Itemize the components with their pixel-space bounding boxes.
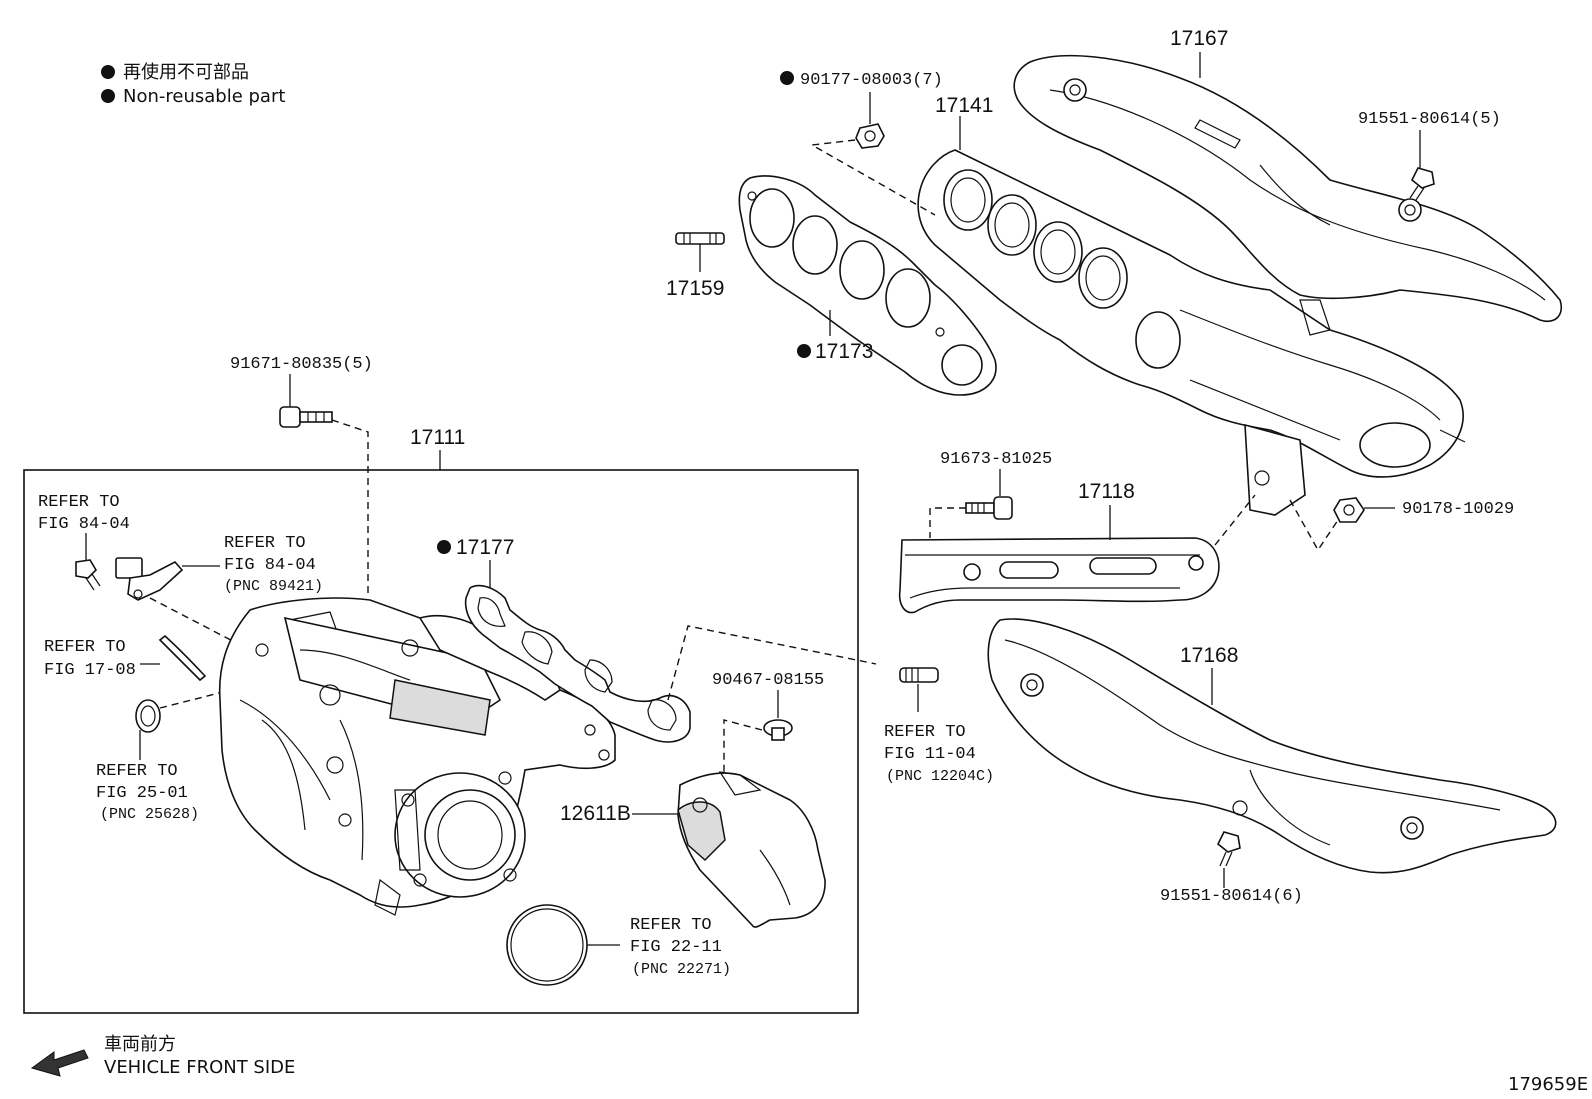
non-reusable-bullet-icon (101, 65, 115, 79)
svg-text:(PNC 25628): (PNC 25628) (100, 806, 199, 823)
svg-text:REFER TO: REFER TO (44, 638, 126, 657)
part-label-17118: 17118 (1078, 480, 1135, 503)
bolt-91551-upper (1409, 167, 1435, 201)
dashed-leader (1214, 494, 1256, 546)
insulator-12611b (677, 771, 826, 928)
part-label-17168: 17168 (1180, 644, 1238, 667)
svg-text:REFER TO: REFER TO (224, 534, 306, 553)
svg-text:FIG 84-04: FIG 84-04 (38, 515, 130, 534)
refer-fig-17-08: REFER TO FIG 17-08 (44, 638, 136, 680)
clip-90467 (763, 719, 793, 741)
exhaust-manifold-17141 (917, 149, 1466, 516)
svg-text:FIG 84-04: FIG 84-04 (224, 556, 316, 575)
heat-insulator-17167 (1013, 54, 1562, 322)
svg-text:FIG 22-11: FIG 22-11 (630, 938, 722, 957)
heat-insulator-17168 (987, 618, 1557, 874)
bolt-91671 (279, 406, 333, 428)
throttle-gasket (506, 904, 588, 986)
legend-en: Non-reusable part (123, 86, 285, 107)
non-reusable-bullet-icon (797, 344, 811, 358)
pipe-fitting (899, 667, 939, 683)
svg-text:(PNC 22271): (PNC 22271) (632, 961, 731, 978)
manifold-stay-17118 (898, 537, 1220, 614)
part-label-12611b: 12611B (560, 802, 631, 825)
bolt-sensor (75, 559, 101, 591)
part-label-17141: 17141 (935, 94, 993, 117)
bolt-91673 (965, 496, 1013, 520)
part-label-90467: 90467-08155 (712, 671, 824, 690)
pressure-sensor (115, 557, 184, 601)
refer-fig-84-04-a: REFER TO FIG 84-04 (38, 493, 130, 534)
svg-text:FIG 25-01: FIG 25-01 (96, 784, 188, 803)
non-reusable-bullet-icon (101, 89, 115, 103)
vehicle-front-arrow-icon (30, 1049, 89, 1077)
stud-17159 (675, 232, 725, 245)
svg-text:(PNC 12204C): (PNC 12204C) (886, 768, 994, 785)
dashed-leader (809, 139, 936, 216)
part-label-90178: 90178-10029 (1402, 500, 1514, 519)
part-label-17177: 17177 (456, 536, 514, 559)
dashed-leader (149, 597, 251, 651)
svg-text:REFER TO: REFER TO (630, 916, 712, 935)
svg-text:REFER TO: REFER TO (884, 723, 966, 742)
refer-fig-84-04-b: REFER TO FIG 84-04 (PNC 89421) (224, 534, 323, 595)
dashed-leader (723, 719, 763, 790)
refer-fig-25-01: REFER TO FIG 25-01 (PNC 25628) (96, 762, 199, 823)
bolt-91551-lower (1216, 831, 1241, 867)
refer-fig-22-11: REFER TO FIG 22-11 (PNC 22271) (630, 916, 731, 978)
refer-fig-11-04: REFER TO FIG 11-04 (PNC 12204C) (884, 723, 994, 785)
svg-text:(PNC 89421): (PNC 89421) (224, 578, 323, 595)
hose (158, 634, 207, 682)
svg-text:FIG 11-04: FIG 11-04 (884, 745, 976, 764)
part-label-17173: 17173 (815, 340, 873, 363)
part-label-91551-upper: 91551-80614(5) (1358, 110, 1501, 129)
dashed-leader (929, 507, 966, 538)
dashed-leader (331, 419, 369, 596)
part-label-17167: 17167 (1170, 27, 1228, 50)
nut-90177 (855, 123, 885, 149)
part-label-91551-lower: 91551-80614(6) (1160, 887, 1303, 906)
intake-gasket-17177 (464, 584, 691, 743)
direction-jp: 車両前方 (104, 1034, 176, 1055)
intake-manifold-assembly-frame (23, 469, 859, 1014)
non-reusable-bullet-icon (437, 540, 451, 554)
svg-text:REFER TO: REFER TO (96, 762, 178, 781)
exhaust-gasket-17173 (738, 175, 997, 396)
part-label-91671: 91671-80835(5) (230, 355, 373, 374)
figure-id: 179659E (1508, 1074, 1588, 1095)
hose-clamp (135, 699, 161, 733)
part-label-17159: 17159 (666, 277, 724, 300)
dashed-leader (1289, 499, 1339, 552)
nut-90178 (1333, 497, 1365, 523)
intake-manifold (218, 597, 616, 916)
svg-text:REFER TO: REFER TO (38, 493, 120, 512)
part-label-17111: 17111 (410, 426, 465, 449)
direction-en: VEHICLE FRONT SIDE (104, 1057, 295, 1078)
dashed-leader (667, 625, 877, 701)
legend-jp: 再使用不可部品 (123, 62, 249, 83)
part-label-90177: 90177-08003(7) (800, 71, 943, 90)
part-label-91673: 91673-81025 (940, 450, 1052, 469)
legend: 再使用不可部品 Non-reusable part (101, 62, 285, 107)
svg-text:FIG 17-08: FIG 17-08 (44, 661, 136, 680)
non-reusable-bullet-icon (780, 71, 794, 85)
